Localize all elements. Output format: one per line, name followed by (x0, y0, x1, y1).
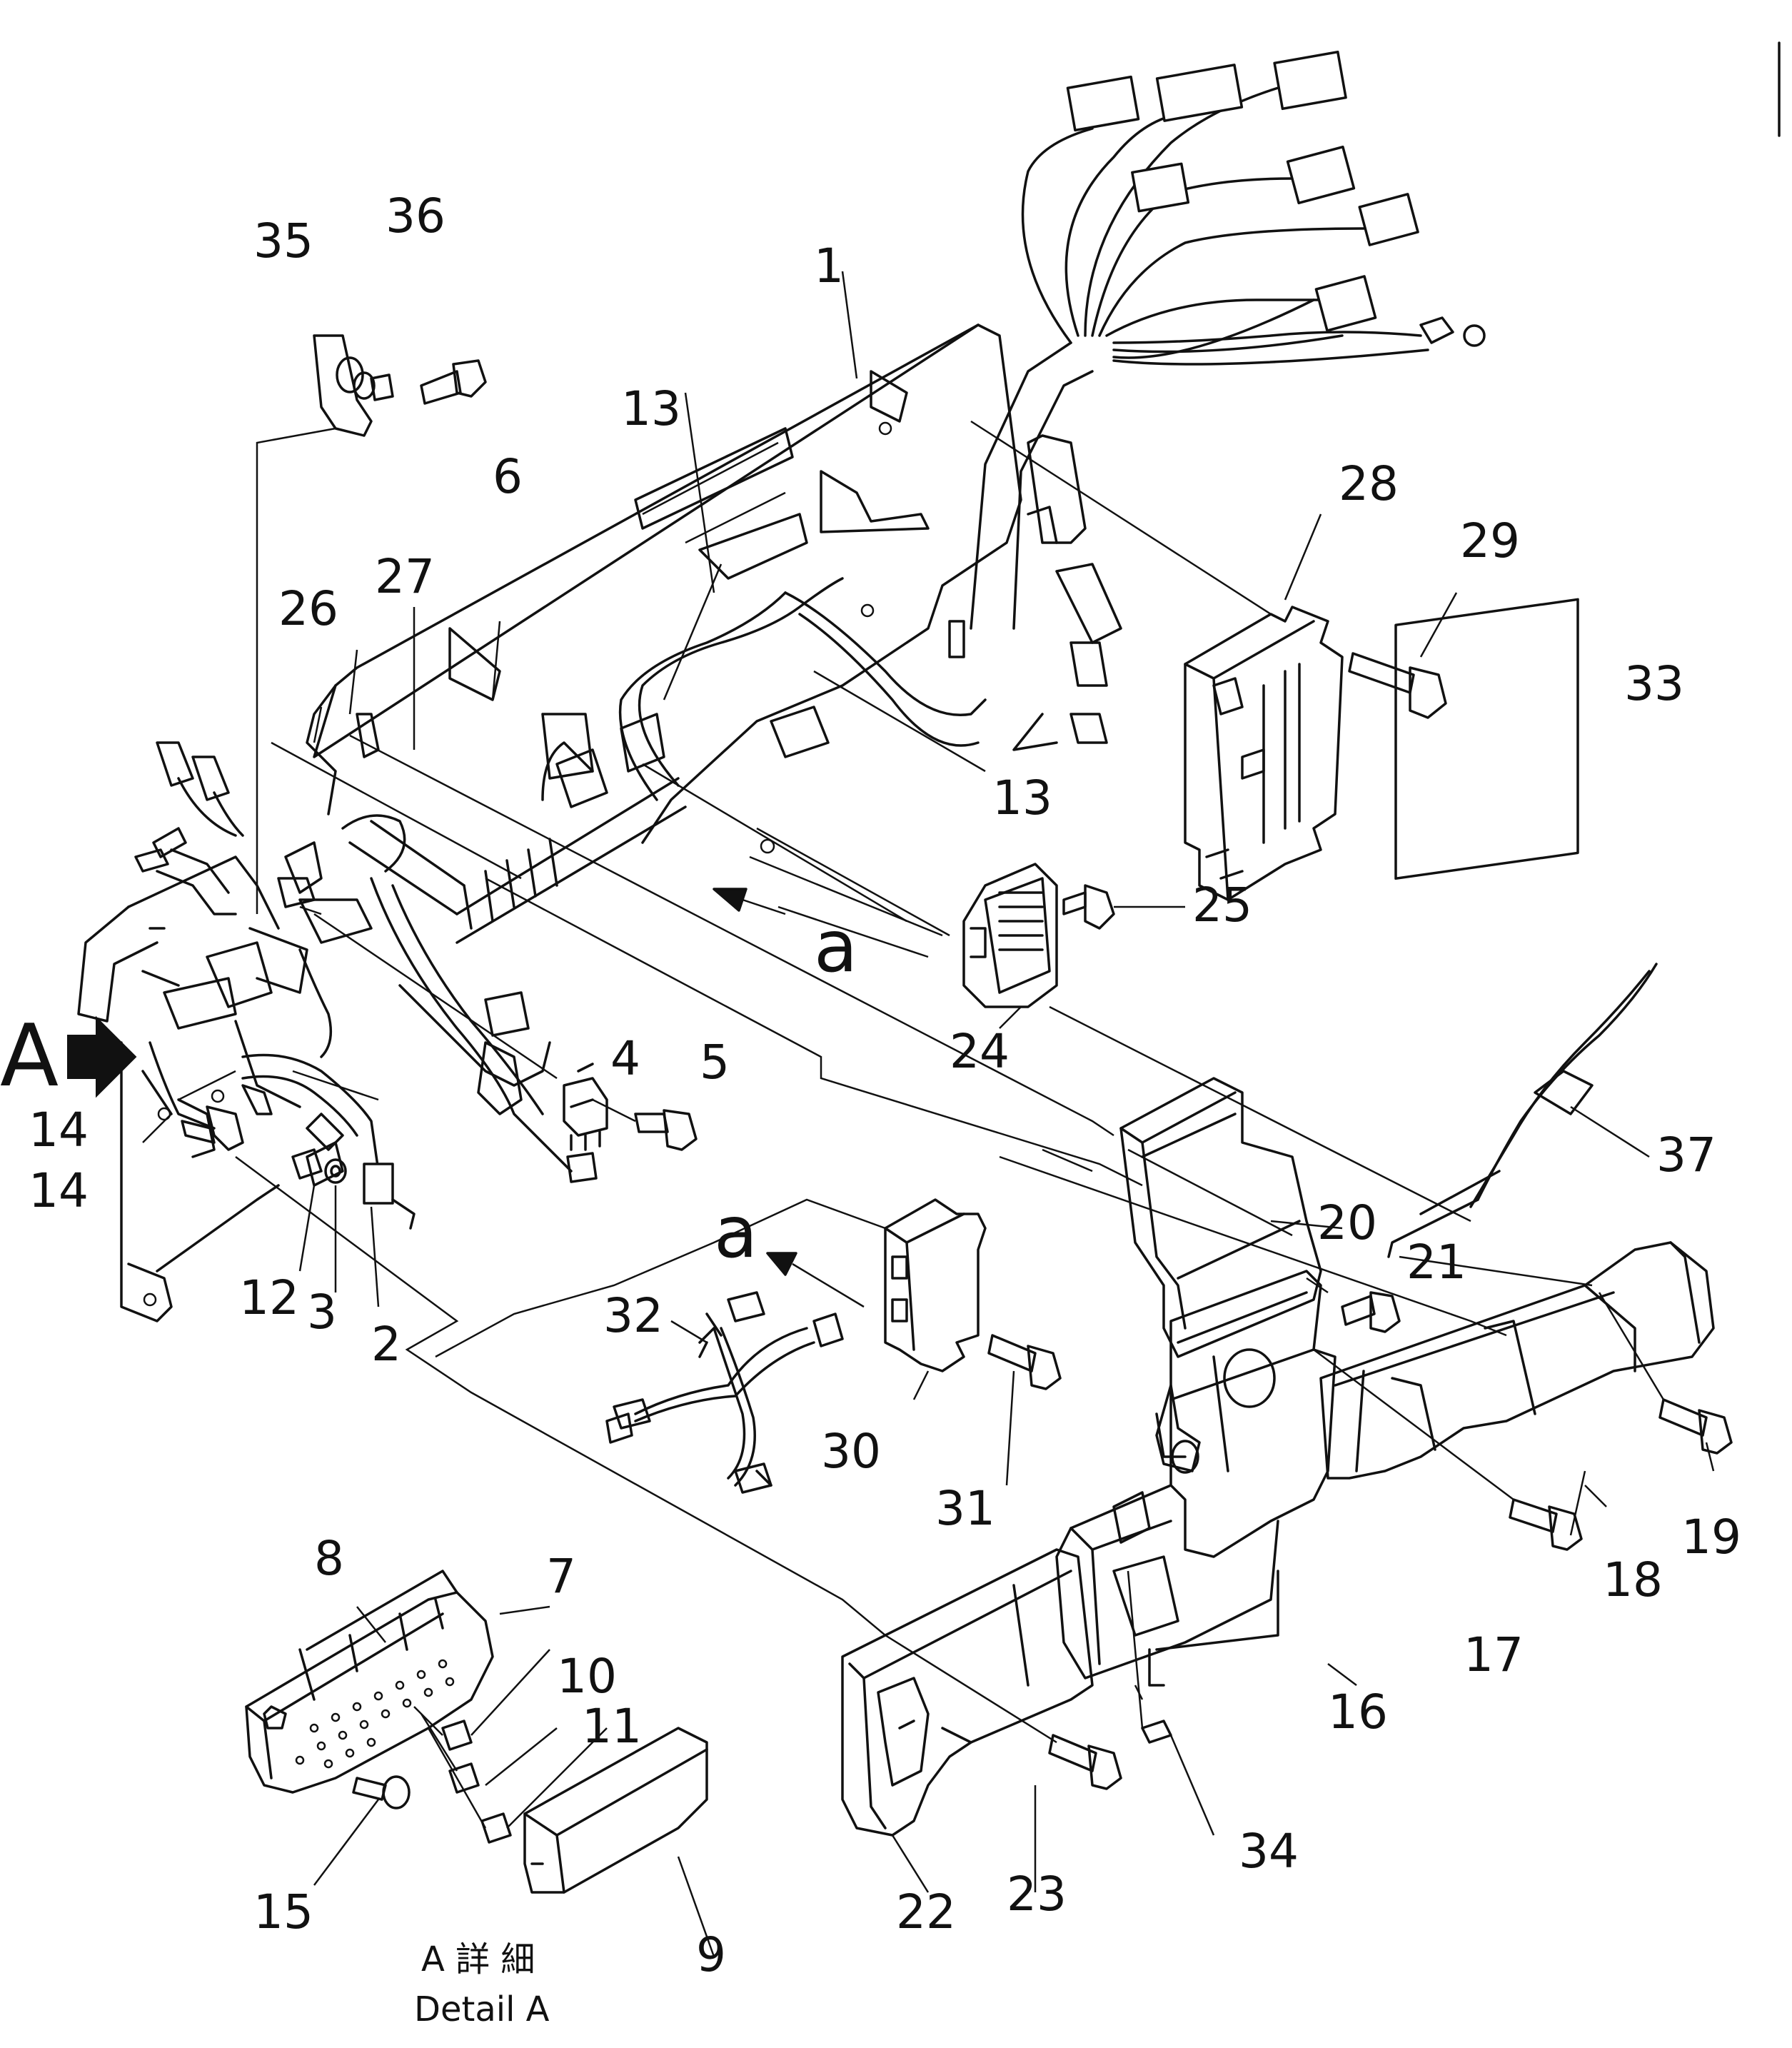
view-a-arrow (67, 1015, 137, 1098)
callout-33: 33 (1624, 656, 1684, 711)
duct-bracket (1112, 1384, 1201, 1544)
connector-arrow-a-bottom (766, 1252, 865, 1308)
callout-17: 17 (1464, 1627, 1524, 1682)
leader-35-to-bracket (256, 427, 336, 914)
callout-36: 36 (386, 189, 446, 244)
callout-13-right: 13 (992, 770, 1052, 825)
bolt-part-21 (1341, 1291, 1401, 1333)
callout-10: 10 (557, 1649, 617, 1704)
duct-part-16 (1055, 1270, 1337, 1687)
callout-31: 31 (935, 1481, 995, 1536)
relay-box-part-24 (962, 863, 1058, 1008)
bolt-part-36 (420, 359, 487, 405)
bolt-part-19 (1658, 1398, 1733, 1455)
callout-24: 24 (950, 1024, 1010, 1079)
bolt-part-5 (634, 1109, 698, 1151)
bolt-part-31 (987, 1334, 1062, 1390)
main-wire-harness-6 (348, 577, 987, 1173)
fuse-part-11 (480, 1812, 512, 1844)
connector-marker-a-bottom: a (714, 1190, 757, 1274)
duct-part-20 (1119, 1077, 1322, 1358)
callout-12: 12 (239, 1270, 299, 1325)
connector-part-12 (306, 1141, 344, 1187)
callout-29: 29 (1460, 513, 1520, 568)
callout-6: 6 (493, 449, 523, 504)
callout-9: 9 (696, 1927, 726, 1982)
callout-1: 1 (814, 239, 844, 293)
main-panel-part-1 (313, 323, 1022, 854)
callout-37: 37 (1656, 1128, 1716, 1183)
leader-28 (970, 420, 1272, 616)
left-bracket-area (77, 684, 416, 1322)
callout-26: 26 (278, 581, 338, 636)
callout-28: 28 (1339, 456, 1399, 511)
callout-2: 2 (371, 1317, 401, 1372)
connector-arrow-a-top (713, 888, 786, 915)
callout-11: 11 (582, 1699, 642, 1754)
callout-25: 25 (1192, 878, 1252, 933)
fuse-part-10 (448, 1762, 480, 1794)
fuse-cover-part-9 (523, 1727, 708, 1894)
callout-3: 3 (307, 1285, 337, 1340)
callout-8: 8 (314, 1531, 344, 1586)
callout-4: 4 (610, 1031, 640, 1086)
controller-part-30 (884, 1198, 987, 1372)
fuse-box-part-8 (245, 1570, 494, 1794)
callout-7: 7 (546, 1549, 576, 1604)
callout-34: 34 (1239, 1824, 1299, 1879)
switch-part-2 (363, 1163, 394, 1205)
callout-22: 22 (896, 1884, 956, 1939)
callout-labels: 1 2 3 4 5 6 7 8 9 10 11 12 13 13 14 14 1… (29, 189, 1741, 1982)
connector-marker-a-top: a (814, 905, 857, 988)
detail-caption-en: Detail A (414, 1989, 550, 2029)
duct-part-18 (1319, 1241, 1715, 1480)
callout-14-bottom: 14 (29, 1163, 89, 1218)
callout-21: 21 (1406, 1235, 1466, 1290)
callout-27: 27 (375, 549, 435, 604)
screw-part-15 (352, 1775, 411, 1809)
clamp-part-35 (313, 334, 394, 437)
leader-24 (756, 827, 950, 937)
callout-20: 20 (1317, 1195, 1377, 1250)
bolt-part-17 (1509, 1498, 1583, 1551)
callout-5: 5 (700, 1035, 730, 1090)
callout-14-top: 14 (29, 1103, 89, 1158)
wire-harness-bundle (948, 50, 1486, 751)
clip-part-34 (1141, 1720, 1172, 1744)
duct-part-22 (841, 1548, 1094, 1837)
bolt-part-25 (1062, 884, 1115, 930)
callout-15: 15 (253, 1884, 313, 1939)
detail-caption-jp: A 詳 細 (421, 1939, 535, 1979)
label-sheet-part-33 (1394, 598, 1579, 880)
cable-part-37 (1387, 963, 1658, 1258)
callout-19: 19 (1681, 1510, 1741, 1565)
callout-leaders (142, 271, 1715, 1957)
callout-35: 35 (253, 214, 313, 268)
callout-18: 18 (1603, 1552, 1663, 1607)
leader-24-label (999, 1006, 1022, 1029)
fuse-part-7 (441, 1720, 473, 1751)
callout-30: 30 (821, 1424, 881, 1479)
assembly-center-lines (235, 734, 1665, 1829)
callout-13-top: 13 (621, 381, 681, 436)
callout-32: 32 (603, 1288, 663, 1343)
bolt-part-29 (1348, 652, 1447, 719)
view-a-marker: A (0, 1007, 59, 1106)
controller-part-28 (1184, 606, 1344, 901)
harness-part-32 (605, 1291, 844, 1494)
callout-23: 23 (1007, 1867, 1067, 1922)
bolt-part-23 (1048, 1734, 1122, 1790)
relay-part-4 (563, 1063, 608, 1183)
callout-16: 16 (1328, 1685, 1388, 1740)
